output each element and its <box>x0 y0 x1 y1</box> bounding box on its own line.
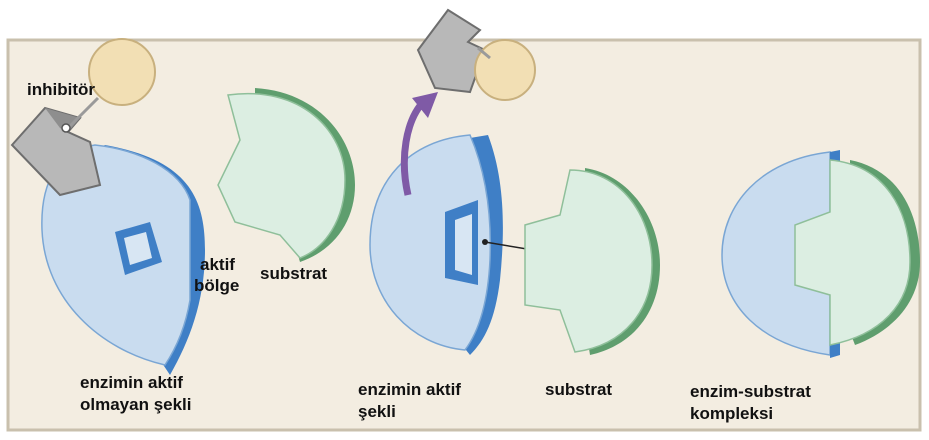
label-complex-2: kompleksi <box>690 404 773 424</box>
active-site-dot <box>482 239 488 245</box>
label-inactive-form-2: olmayan şekli <box>80 395 192 415</box>
label-active-form-1: enzimin aktif <box>358 380 461 400</box>
label-active-form-2: şekli <box>358 402 396 422</box>
inhibitor-dot <box>62 124 70 132</box>
released-inhibitor-ball <box>475 40 535 100</box>
label-inhibitor: inhibitör <box>27 80 95 100</box>
label-active-site-2: bölge <box>194 276 239 296</box>
inhibitor-ball <box>89 39 155 105</box>
label-complex-1: enzim-substrat <box>690 382 811 402</box>
label-substrate-middle: substrat <box>545 380 612 400</box>
label-substrate-left: substrat <box>260 264 327 284</box>
label-active-site-1: aktif <box>200 255 235 275</box>
active-site-pocket-inner <box>455 214 472 275</box>
label-inactive-form-1: enzimin aktif <box>80 373 183 393</box>
